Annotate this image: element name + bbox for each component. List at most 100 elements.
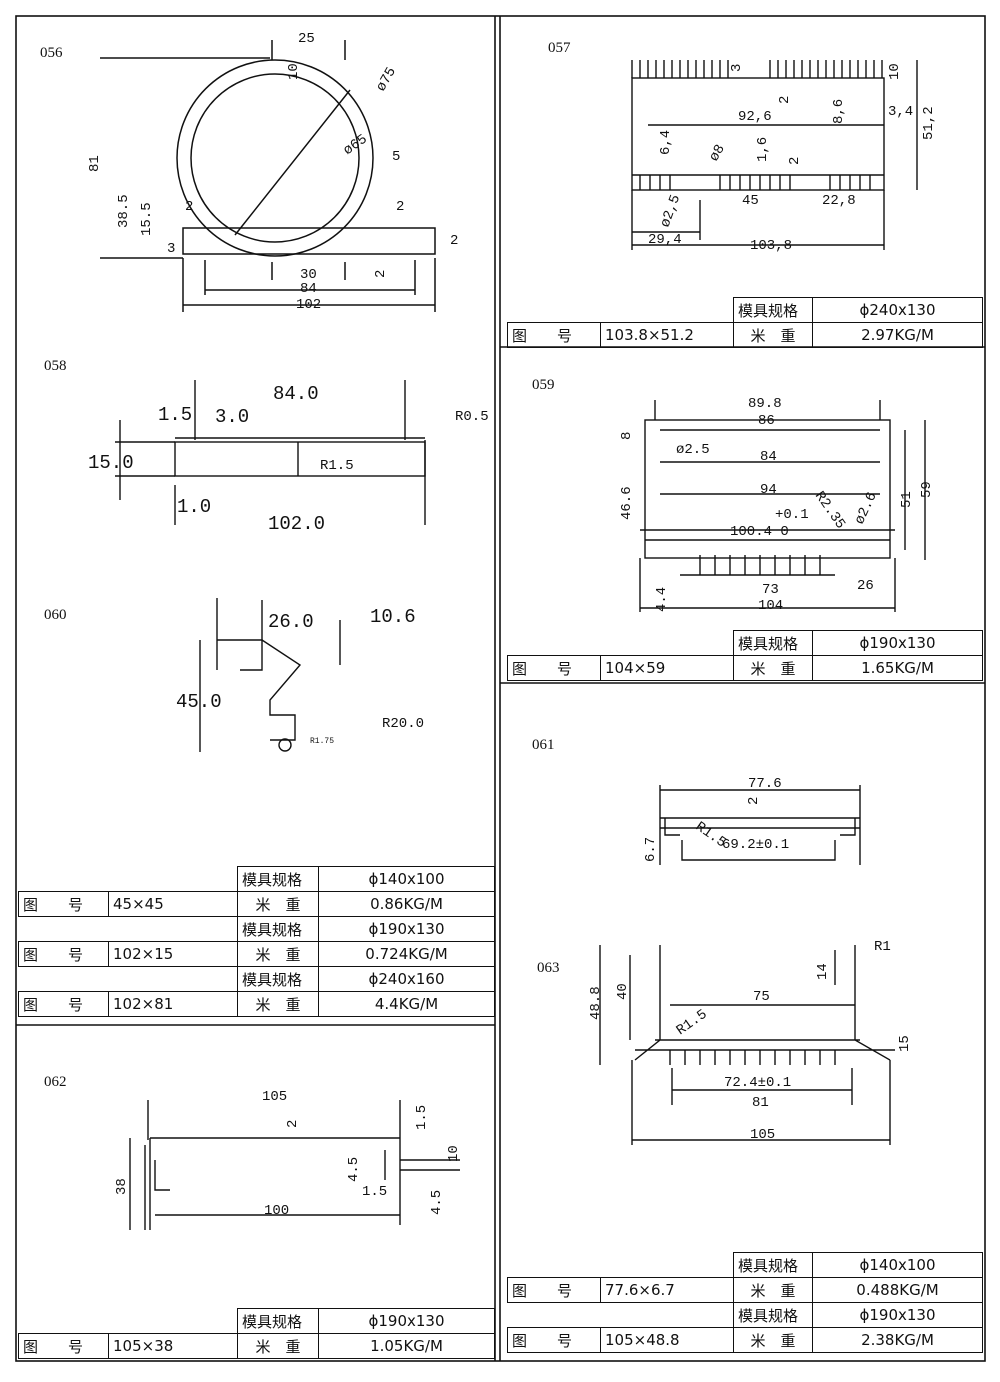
drawing-no-value: 103.8×51.2 — [600, 322, 734, 348]
dimension-label: 29,4 — [648, 232, 682, 248]
mold-spec-label: 模具规格 — [237, 1308, 319, 1334]
dimension-label: 3,4 — [888, 104, 913, 120]
drawing-no-label: 图 号 — [18, 891, 109, 917]
dimension-label: 84.0 — [273, 383, 319, 405]
blank-cell — [18, 916, 238, 942]
drawing-no-label: 图 号 — [507, 655, 601, 681]
profile-id: 058 — [44, 358, 67, 374]
dimension-label: 1.0 — [177, 496, 211, 518]
dimension-label: 2 — [450, 233, 458, 249]
dimension-label: +0.1 — [775, 507, 809, 523]
dimension-label: 2 — [285, 1120, 301, 1128]
drawing-no-value: 105×48.8 — [600, 1327, 734, 1353]
dimension-label: R1 — [874, 939, 891, 955]
profile-063: 063 R1 14 48.8 40 75 R1.5 15 72.4±0.1 81… — [537, 939, 913, 1145]
dimension-label: 77.6 — [748, 776, 782, 792]
drawing-no-value: 102×81 — [108, 991, 238, 1017]
mold-spec-label: 模具规格 — [733, 630, 813, 656]
dimension-label: 3 — [729, 64, 745, 72]
dimension-label: 1.5 — [158, 404, 192, 426]
dimension-label: 2 — [373, 270, 389, 278]
dimension-label: 38.5 — [116, 194, 132, 228]
dimension-label: 6,4 — [658, 130, 674, 155]
dimension-label: R20.0 — [382, 716, 424, 732]
dimension-label: 84 — [300, 281, 317, 297]
drawing-no-value: 45×45 — [108, 891, 238, 917]
dimension-label: 105 — [262, 1089, 287, 1105]
mold-spec-value: ϕ190x130 — [318, 1308, 495, 1334]
weight-label: 米 重 — [237, 891, 319, 917]
profile-id: 059 — [532, 377, 555, 393]
mold-spec-value: ϕ190x130 — [812, 630, 983, 656]
weight-label: 米 重 — [733, 1327, 813, 1353]
mold-spec-value: ϕ140x100 — [812, 1252, 983, 1278]
dimension-label: 45 — [742, 193, 759, 209]
dimension-label: 104 — [758, 598, 783, 614]
weight-label: 米 重 — [237, 1333, 319, 1359]
profile-id: 057 — [548, 40, 571, 56]
weight-value: 2.38KG/M — [812, 1327, 983, 1353]
dimension-label: 26 — [857, 578, 874, 594]
dimension-label: 46.6 — [619, 486, 635, 520]
profile-id: 062 — [44, 1074, 67, 1090]
dimension-label: R1.5 — [674, 1007, 711, 1039]
dimension-label: ø2.5 — [676, 442, 710, 458]
dimension-label: 92,6 — [738, 109, 772, 125]
weight-label: 米 重 — [733, 322, 813, 348]
profile-id: 060 — [44, 607, 67, 623]
mold-spec-value: ϕ240x130 — [812, 297, 983, 323]
dimension-label: 10 — [887, 63, 903, 80]
dimension-label: 51 — [899, 491, 915, 508]
mold-spec-label: 模具规格 — [237, 866, 319, 892]
dimension-label: 48.8 — [588, 986, 604, 1020]
drawing-no-value: 77.6×6.7 — [600, 1277, 734, 1303]
blank-cell — [507, 1252, 734, 1278]
dimension-label: 26.0 — [268, 611, 314, 633]
drawing-no-label: 图 号 — [507, 1327, 601, 1353]
profile-id: 056 — [40, 45, 63, 61]
weight-value: 2.97KG/M — [812, 322, 983, 348]
dimension-label: 4.4 — [654, 587, 670, 612]
weight-value: 4.4KG/M — [318, 991, 495, 1017]
dimension-label: 105 — [750, 1127, 775, 1143]
blank-cell — [18, 966, 238, 992]
weight-label: 米 重 — [237, 991, 319, 1017]
mold-spec-label: 模具规格 — [733, 1252, 813, 1278]
mold-spec-value: ϕ190x130 — [812, 1302, 983, 1328]
drawing-no-label: 图 号 — [18, 991, 109, 1017]
dimension-label: 10 — [446, 1145, 462, 1162]
mold-spec-label: 模具规格 — [237, 966, 319, 992]
blank-cell — [507, 297, 734, 323]
weight-value: 1.65KG/M — [812, 655, 983, 681]
drawing-no-label: 图 号 — [18, 941, 109, 967]
drawing-no-label: 图 号 — [507, 1277, 601, 1303]
dimension-label: R1.75 — [310, 737, 334, 746]
profile-062: 062 105 2 1.5 10 38 4.5 1.5 100 4.5 — [44, 1074, 462, 1230]
dimension-label: 2 — [746, 797, 762, 805]
dimension-label: 1,6 — [755, 137, 771, 162]
mold-spec-label: 模具规格 — [733, 1302, 813, 1328]
dimension-label: ø8 — [706, 142, 728, 165]
dimension-label: 2 — [777, 96, 793, 104]
dimension-label: 4.5 — [346, 1157, 362, 1182]
dimension-label: 75 — [753, 989, 770, 1005]
profile-057: 057 3 2 10 92,6 8,6 3,4 51,2 6,4 ø8 1,6 … — [548, 40, 937, 254]
dimension-label: 84 — [760, 449, 777, 465]
dimension-label: 73 — [762, 582, 779, 598]
dimension-label: 102 — [296, 297, 321, 313]
dimension-label: 81 — [752, 1095, 769, 1111]
dimension-label: 1.5 — [414, 1105, 430, 1130]
dimension-label: 103,8 — [750, 238, 792, 254]
dimension-label: 6.7 — [643, 837, 659, 862]
dimension-label: 3.0 — [215, 406, 249, 428]
dimension-label: 69.2±0.1 — [722, 837, 789, 853]
mold-spec-value: ϕ140x100 — [318, 866, 495, 892]
dimension-label: 45.0 — [176, 691, 222, 713]
dimension-label: 1.5 — [362, 1184, 387, 1200]
profile-058: 058 84.0 1.5 3.0 R0.5 15.0 R1.5 1.0 102.… — [44, 358, 489, 535]
dimension-label: 94 — [760, 482, 777, 498]
